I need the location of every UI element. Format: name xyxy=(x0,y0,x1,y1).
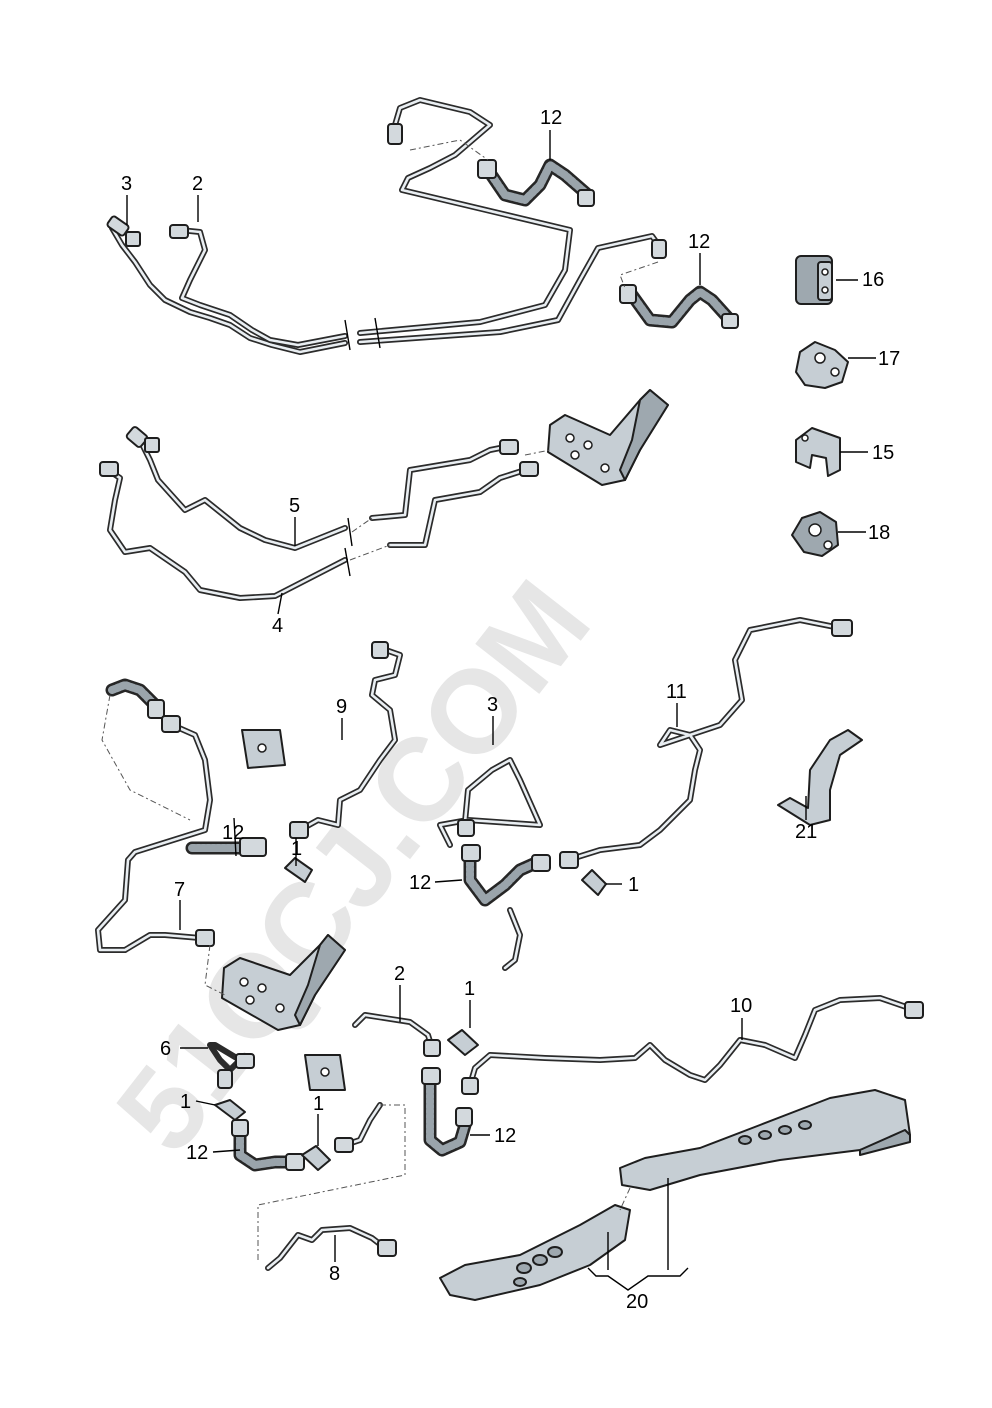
brake-line-11 xyxy=(559,617,853,869)
brake-line-3-mid xyxy=(437,757,543,848)
callout-7: 7 xyxy=(174,879,185,901)
callout-1-c: 1 xyxy=(464,978,475,1000)
callout-10: 10 xyxy=(730,995,752,1017)
brake-line-6 xyxy=(207,1042,255,1089)
callout-3-top: 3 xyxy=(121,173,132,195)
brake-hose-12-bottom-left xyxy=(231,1119,305,1172)
callout-12-top-b: 12 xyxy=(688,231,710,253)
clip-18 xyxy=(791,511,839,557)
brake-line-7 xyxy=(95,715,215,953)
callout-15: 15 xyxy=(872,442,894,464)
callout-20: 20 xyxy=(626,1291,648,1313)
brake-line-3-top xyxy=(106,215,348,355)
brake-hose-12-left xyxy=(101,678,267,857)
bracket-21 xyxy=(777,729,863,826)
callout-1-b: 1 xyxy=(628,874,639,896)
callout-8: 8 xyxy=(329,1263,340,1285)
brake-line-long-top xyxy=(344,97,667,351)
abs-bracket-bottom xyxy=(204,934,346,1031)
callout-12-bottom-left: 12 xyxy=(186,1142,208,1164)
clip-1-b xyxy=(581,869,607,896)
brake-line-5 xyxy=(125,426,519,551)
brake-hose-12-center xyxy=(461,844,551,971)
callout-1-a: 1 xyxy=(291,838,302,860)
callout-1-d: 1 xyxy=(180,1091,191,1113)
callout-12-top-a: 12 xyxy=(540,107,562,129)
callout-2-top: 2 xyxy=(192,173,203,195)
clip-1-e xyxy=(447,1029,479,1056)
callout-3-mid: 3 xyxy=(487,694,498,716)
mount-plate-lower xyxy=(304,1054,346,1091)
callout-12-bottom-right: 12 xyxy=(494,1125,516,1147)
callout-labels: 12 3 2 12 16 17 15 18 5 4 9 3 11 12 1 21… xyxy=(121,107,900,1313)
callout-4: 4 xyxy=(272,615,283,637)
brake-line-8 xyxy=(265,1225,397,1271)
callout-6: 6 xyxy=(160,1038,171,1060)
leader-lines xyxy=(126,130,876,1291)
clip-16 xyxy=(795,255,833,305)
clip-1-d xyxy=(301,1145,331,1171)
callout-12-left: 12 xyxy=(222,822,244,844)
clip-1-a xyxy=(284,857,313,883)
callout-11: 11 xyxy=(666,681,687,703)
brake-hose-12-top-b xyxy=(619,261,739,329)
callout-2-bottom: 2 xyxy=(394,963,405,985)
callout-9: 9 xyxy=(336,696,347,718)
heat-shield-20 xyxy=(439,1089,911,1301)
brake-line-4 xyxy=(99,461,539,601)
brake-hose-12-bottom-right xyxy=(421,1067,473,1157)
callout-16: 16 xyxy=(862,269,884,291)
callout-12-center: 12 xyxy=(409,872,431,894)
clip-17 xyxy=(795,341,849,389)
callout-1-e: 1 xyxy=(313,1093,324,1115)
brake-line-2-top xyxy=(169,224,348,348)
callout-21: 21 xyxy=(795,821,817,843)
callout-5: 5 xyxy=(289,495,300,517)
brake-line-connector-bottom xyxy=(257,1102,406,1260)
brake-line-2-bottom xyxy=(352,1012,441,1057)
callout-17: 17 xyxy=(878,348,900,370)
abs-bracket-top xyxy=(524,389,669,486)
brake-line-9 xyxy=(289,641,403,839)
callout-18: 18 xyxy=(868,522,890,544)
clip-1-c xyxy=(214,1099,246,1121)
brake-line-10 xyxy=(461,995,924,1095)
clip-15 xyxy=(795,427,841,477)
brake-hose-12-top-a xyxy=(409,139,595,207)
mount-plate-small xyxy=(241,729,286,769)
